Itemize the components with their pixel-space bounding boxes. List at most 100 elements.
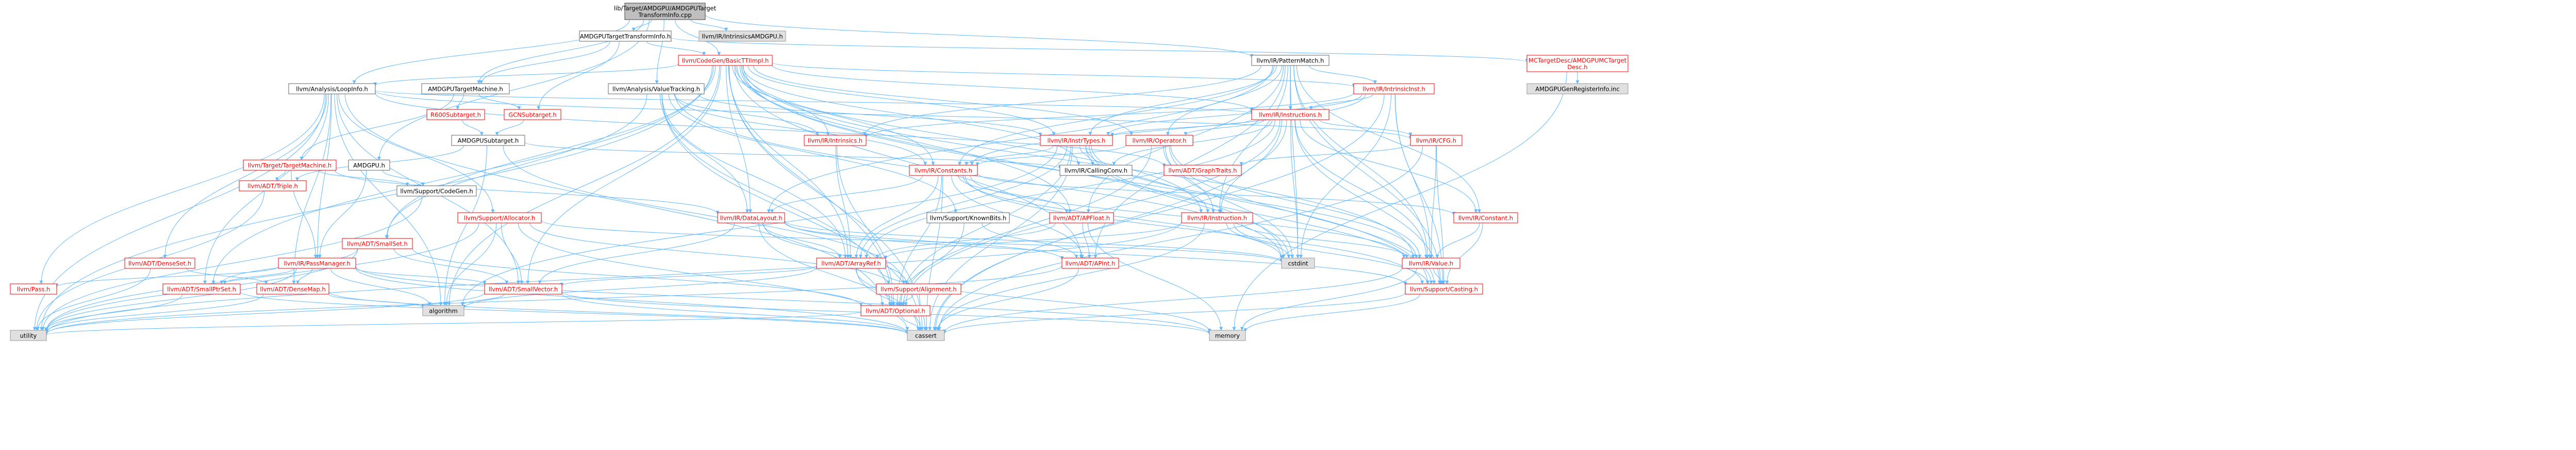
node-ir-pass-manager[interactable]: llvm/IR/PassManager.h [278,258,356,269]
node-ir-intrinsics-amdgpu[interactable]: llvm/IR/IntrinsicsAMDGPU.h [699,30,786,42]
edge-intrinsic_inst-to-support_casting [1395,93,1444,284]
edge-ir_instructions-to-ir_cfg [1319,119,1412,136]
node-ir-instructions[interactable]: llvm/IR/Instructions.h [1251,109,1329,120]
edge-ir_constants-to-adt_apint [951,175,1084,259]
node-support-known-bits[interactable]: llvm/Support/KnownBits.h [926,212,1010,223]
node-ir-data-layout[interactable]: llvm/IR/DataLayout.h [717,212,785,223]
edge-ir_instr_types-to-ir_calling_conv [1079,145,1094,166]
node-target-machine[interactable]: llvm/Target/TargetMachine.h [243,159,337,171]
node-box [239,180,307,191]
node-label: llvm/ADT/DenseMap.h [260,286,325,293]
edge-ir_constants-to-cstdint [962,175,1284,260]
node-adt-small-vector[interactable]: llvm/ADT/SmallVector.h [484,283,562,295]
edge-amdgpu_tti_h-to-mc_target_desc [671,37,1529,62]
node-adt-small-ptr-set[interactable]: llvm/ADT/SmallPtrSet.h [162,283,241,295]
node-value-tracking[interactable]: llvm/Analysis/ValueTracking.h [608,83,705,94]
node-label: llvm/IR/DataLayout.h [720,215,782,222]
node-adt-small-set[interactable]: llvm/ADT/SmallSet.h [342,238,413,249]
edge-adt_array_ref-to-algorithm [462,267,817,309]
node-adt-apint[interactable]: llvm/ADT/APInt.h [1061,258,1119,269]
edge-ir_instr_types-to-support_casting [1089,145,1433,284]
node-ir-instr-types[interactable]: llvm/IR/InstrTypes.h [1040,135,1113,146]
node-support-alignment[interactable]: llvm/Support/Alignment.h [876,283,961,295]
node-ir-calling-conv[interactable]: llvm/IR/CallingConv.h [1059,165,1133,176]
node-support-codegen[interactable]: llvm/Support/CodeGen.h [396,185,477,197]
edge-loop_info-to-adt_graph_traits [375,92,1166,167]
node-intrinsic-inst[interactable]: llvm/IR/IntrinsicInst.h [1353,83,1435,94]
edge-root-to-basic_tti_impl [675,19,721,56]
node-box [504,109,561,120]
node-cstdint[interactable]: cstdint [1281,258,1315,269]
edge-root-to-value_tracking [655,19,664,84]
node-label: llvm/IR/CFG.h [1416,137,1456,144]
edge-root-to-pattern_match [705,14,1254,58]
edge-loop_info-to-ir_instructions [375,89,1254,114]
edge-gcn_subtarget-to-amdgpu_subtarget [495,119,524,136]
node-adt-apfloat[interactable]: llvm/ADT/APFloat.h [1049,212,1114,223]
edge-ir_constants-to-adt_apfloat [958,175,1069,213]
node-amdgpu-tti-h[interactable]: AMDGPUTargetTransformInfo.h [579,30,672,42]
node-algorithm[interactable]: algorithm [422,305,464,316]
node-basic-tti-impl[interactable]: llvm/CodeGen/BasicTTIImpl.h [678,55,773,66]
edge-pattern_match-to-support_casting [1293,65,1442,284]
edge-amdgpu_tti_h-to-gcn_subtarget [537,41,620,110]
node-ir-intrinsics[interactable]: llvm/IR/Intrinsics.h [804,135,867,146]
edge-adt_array_ref-to-cassert [856,268,923,331]
node-box [426,109,485,120]
node-adt-optional[interactable]: llvm/ADT/Optional.h [860,305,930,316]
edge-target_machine-to-support_codegen [319,170,409,186]
node-ir-operator[interactable]: llvm/IR/Operator.h [1125,135,1193,146]
node-gen-register-info[interactable]: AMDGPUGenRegisterInfo.inc [1526,83,1628,94]
node-gcn-subtarget[interactable]: GCNSubtarget.h [504,109,561,120]
node-ir-constants[interactable]: llvm/IR/Constants.h [909,165,978,176]
node-ir-constant[interactable]: llvm/IR/Constant.h [1453,212,1518,223]
node-box [1526,55,1628,72]
edge-basic_tti_impl-to-adt_small_vector [526,65,721,284]
node-support-casting[interactable]: llvm/Support/Casting.h [1405,283,1483,295]
node-adt-dense-set[interactable]: llvm/ADT/DenseSet.h [124,258,195,269]
node-support-allocator[interactable]: llvm/Support/Allocator.h [457,212,542,223]
node-adt-triple[interactable]: llvm/ADT/Triple.h [239,180,307,191]
node-label: AMDGPUSubtarget.h [458,137,519,144]
edge-support_allocator-to-adt_small_vector [501,222,524,284]
node-utility[interactable]: utility [10,330,47,341]
node-r600-subtarget[interactable]: R600Subtarget.h [426,109,485,120]
edge-loop_info-to-adt_dense_map [292,93,331,284]
node-label: R600Subtarget.h [430,111,481,119]
edge-adt_apint-to-utility [44,265,1062,335]
node-amdgpu-h[interactable]: AMDGPU.h [348,159,390,171]
node-label: llvm/ADT/APFloat.h [1053,215,1110,222]
node-loop-info[interactable]: llvm/Analysis/LoopInfo.h [288,83,376,94]
node-pattern-match[interactable]: llvm/IR/PatternMatch.h [1251,55,1329,66]
edge-intrinsic_inst-to-cstdint [1299,93,1391,259]
edge-ir_constant-to-support_casting [1445,222,1483,284]
edge-adt_optional-to-utility [44,311,861,335]
node-box [579,30,672,42]
edge-adt_array_ref-to-adt_small_vector [560,265,817,286]
node-pass-h[interactable]: llvm/Pass.h [10,283,57,295]
node-label: llvm/Analysis/LoopInfo.h [296,86,368,93]
node-adt-dense-map[interactable]: llvm/ADT/DenseMap.h [256,283,329,295]
node-box [804,135,867,146]
edge-ir_intrinsics-to-adt_optional [837,145,895,306]
node-label: llvm/IR/CallingConv.h [1065,167,1127,174]
node-label: llvm/ADT/GraphTraits.h [1169,167,1237,174]
edge-intrinsic_inst-to-cassert [934,93,1385,331]
node-label: GCNSubtarget.h [508,111,556,119]
node-adt-graph-traits[interactable]: llvm/ADT/GraphTraits.h [1164,165,1242,176]
node-box [816,258,886,269]
edge-value_tracking-to-adt_array_ref [661,93,847,259]
node-amdgpu-target-machine[interactable]: AMDGPUTargetMachine.h [421,83,510,94]
node-memory[interactable]: memory [1209,330,1246,341]
edge-ir_instr_types-to-algorithm [460,145,1058,306]
node-ir-instruction[interactable]: llvm/IR/Instruction.h [1181,212,1253,223]
node-ir-cfg[interactable]: llvm/IR/CFG.h [1410,135,1462,146]
node-cassert[interactable]: cassert [907,330,945,341]
node-amdgpu-subtarget[interactable]: AMDGPUSubtarget.h [451,135,525,146]
edge-basic_tti_impl-to-ir_instructions [772,65,1254,111]
edge-pattern_match-to-ir_constant [1296,65,1482,213]
edge-basic_tti_impl-to-cassert [728,65,924,331]
node-adt-array-ref[interactable]: llvm/ADT/ArrayRef.h [816,258,886,269]
node-ir-value[interactable]: llvm/IR/Value.h [1402,258,1460,269]
